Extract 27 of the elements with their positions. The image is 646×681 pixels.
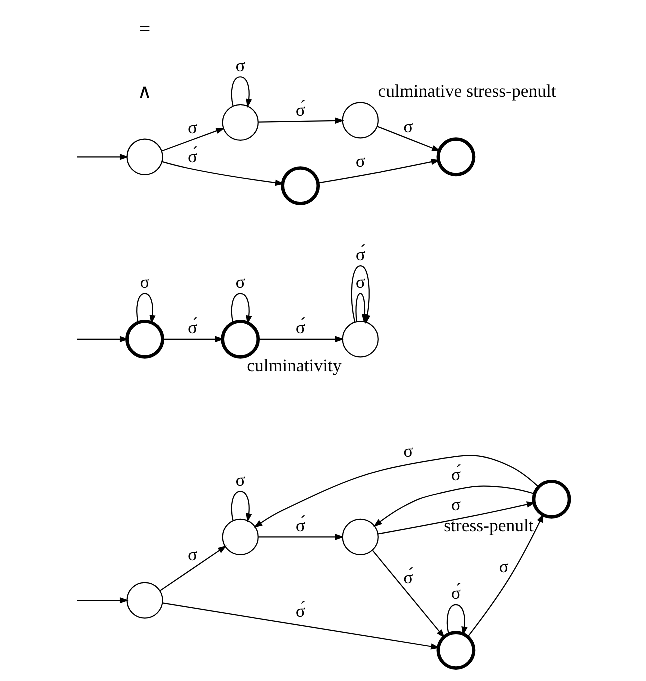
edge-label: σ — [236, 55, 246, 76]
edge-label: σ — [236, 470, 246, 490]
node-label: culminativity — [247, 355, 342, 376]
node-label: culminative stress-penult — [378, 80, 556, 101]
edge-label: σ́ — [356, 244, 366, 264]
edge-label: σ — [404, 116, 414, 136]
edge-label: σ́ — [296, 318, 306, 338]
edge-label: σ — [356, 150, 366, 171]
edge-label: σ́ — [451, 583, 461, 604]
edge-label: σ — [236, 272, 246, 292]
edge-label: σ́ — [451, 464, 461, 484]
label: ∧ — [138, 82, 153, 104]
label: = — [139, 18, 151, 40]
edge-label: σ — [499, 556, 509, 577]
edge-label: σ — [451, 494, 461, 514]
edge-label: σ́ — [296, 600, 306, 621]
edge-label: σ — [404, 440, 414, 461]
edge-label: σ́ — [188, 318, 198, 338]
edge-label: σ́ — [188, 146, 198, 166]
edge-label: σ́ — [296, 100, 306, 120]
edge-label: σ́ — [296, 515, 306, 536]
edge-label: σ — [188, 544, 198, 564]
edge-label: σ — [140, 272, 150, 292]
node-label: stress-penult — [444, 515, 534, 536]
edge-label: σ́ — [404, 568, 414, 588]
edge-label: σ — [356, 272, 366, 292]
edge-label: σ — [188, 118, 198, 138]
